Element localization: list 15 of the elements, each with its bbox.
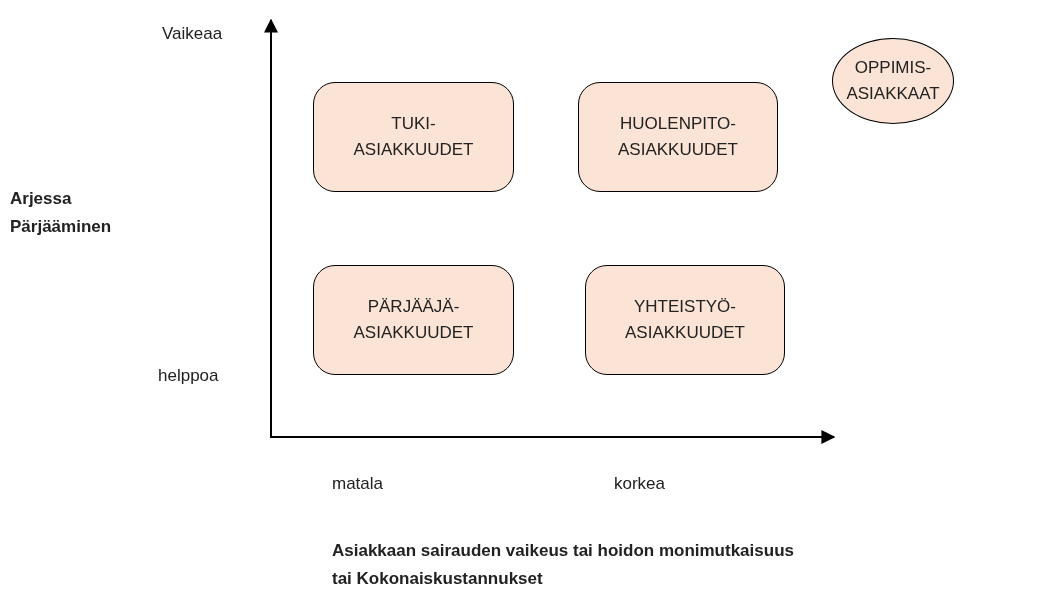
rounded-box (313, 265, 514, 375)
rounded-box (585, 265, 785, 375)
rounded-box (313, 82, 514, 192)
node-label: TUKI- ASIAKKUUDET (352, 113, 475, 161)
axis-end-label: korkea (614, 473, 667, 495)
axis-end-label: helppoa (158, 365, 220, 387)
rounded-box (578, 82, 778, 192)
axis-end-label: matala (332, 473, 385, 495)
node-label: HUOLENPITO- ASIAKKUUDET (617, 113, 739, 161)
axis-end-label: Vaikeaa (162, 23, 224, 45)
node-label: YHTEISTYÖ- ASIAKKUUDET (624, 296, 746, 344)
node-label: OPPIMIS- ASIAKKAAT (845, 57, 941, 105)
axis-title: Asiakkaan sairauden vaikeus tai hoidon monimutkaisuus tai Kokonaiskustannukset (332, 540, 795, 590)
node-label: PÄRJÄÄJÄ- ASIAKKUUDET (352, 296, 475, 344)
axis-title: Arjessa Pärjääminen (10, 188, 113, 238)
